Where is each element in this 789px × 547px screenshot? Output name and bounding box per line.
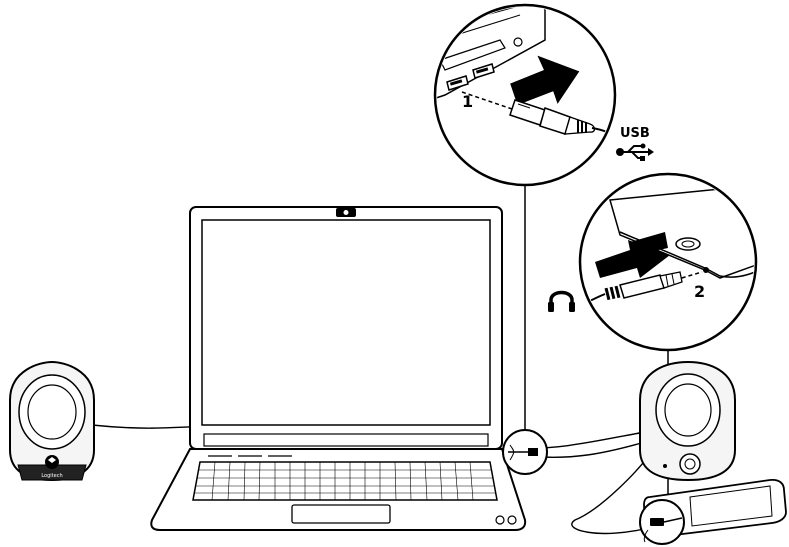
laptop-trackpad xyxy=(292,505,390,523)
step-2-number: 2 xyxy=(694,282,705,301)
power-led xyxy=(663,464,667,468)
usb-trident-icon xyxy=(616,144,654,162)
callout-audio: 2 xyxy=(580,174,770,350)
left-speaker-cable xyxy=(92,425,205,428)
webcam-icon xyxy=(336,208,356,217)
step-1-number: 1 xyxy=(462,92,473,111)
logitech-logo-icon xyxy=(45,455,59,469)
headphone-icon xyxy=(548,293,575,313)
laptop-indicator-1 xyxy=(496,516,504,524)
port-zoom-circle xyxy=(503,430,547,474)
right-speaker xyxy=(640,362,735,480)
laptop-hinge xyxy=(204,434,488,446)
speaker-logo-text: Logitech xyxy=(41,473,62,479)
laptop xyxy=(151,207,525,530)
left-speaker: Logitech xyxy=(10,362,94,480)
jack-zoom-circle xyxy=(640,500,684,544)
laptop-indicator-2 xyxy=(508,516,516,524)
usb-label: USB xyxy=(620,126,650,141)
laptop-keyboard xyxy=(193,462,497,500)
callout-usb: 1 xyxy=(430,0,620,185)
laptop-screen xyxy=(202,220,490,425)
phone-jack xyxy=(703,267,709,273)
